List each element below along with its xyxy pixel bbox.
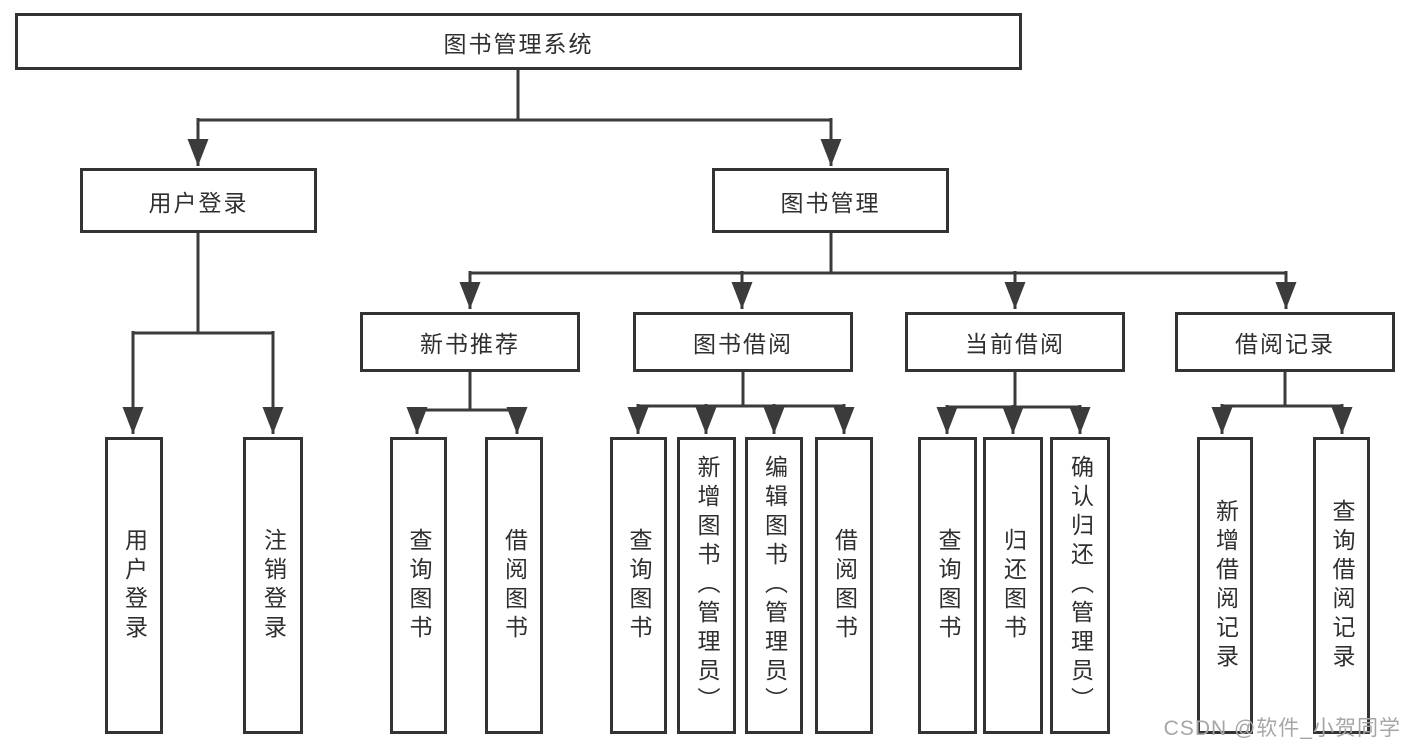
node-book-management-branch: 图书管理	[712, 168, 949, 233]
node-new-book-recommendation: 新书推荐	[360, 312, 580, 372]
leaf-confirm-return-admin: 确认归还（管理员）	[1050, 437, 1110, 734]
node-current-borrowing: 当前借阅	[905, 312, 1125, 372]
leaf-recommend-query-book: 查询图书	[390, 437, 447, 734]
node-book-borrowing: 图书借阅	[633, 312, 853, 372]
leaf-query-borrow-record: 查询借阅记录	[1313, 437, 1370, 734]
leaf-borrowing-query-book: 查询图书	[610, 437, 667, 734]
node-library-management-system: 图书管理系统	[15, 13, 1022, 70]
leaf-borrowing-borrow-book: 借阅图书	[815, 437, 873, 734]
csdn-watermark: CSDN @软件_小贺同学	[1163, 717, 1401, 740]
node-user-login-branch: 用户登录	[80, 168, 317, 233]
node-borrowing-records: 借阅记录	[1175, 312, 1395, 372]
leaf-edit-book-admin: 编辑图书（管理员）	[745, 437, 803, 734]
leaf-add-book-admin: 新增图书（管理员）	[677, 437, 736, 734]
leaf-recommend-borrow-book: 借阅图书	[485, 437, 543, 734]
leaf-return-book: 归还图书	[983, 437, 1043, 734]
leaf-logout: 注销登录	[243, 437, 303, 734]
leaf-add-borrow-record: 新增借阅记录	[1197, 437, 1253, 734]
leaf-current-query-book: 查询图书	[918, 437, 977, 734]
leaf-user-login: 用户登录	[105, 437, 163, 734]
